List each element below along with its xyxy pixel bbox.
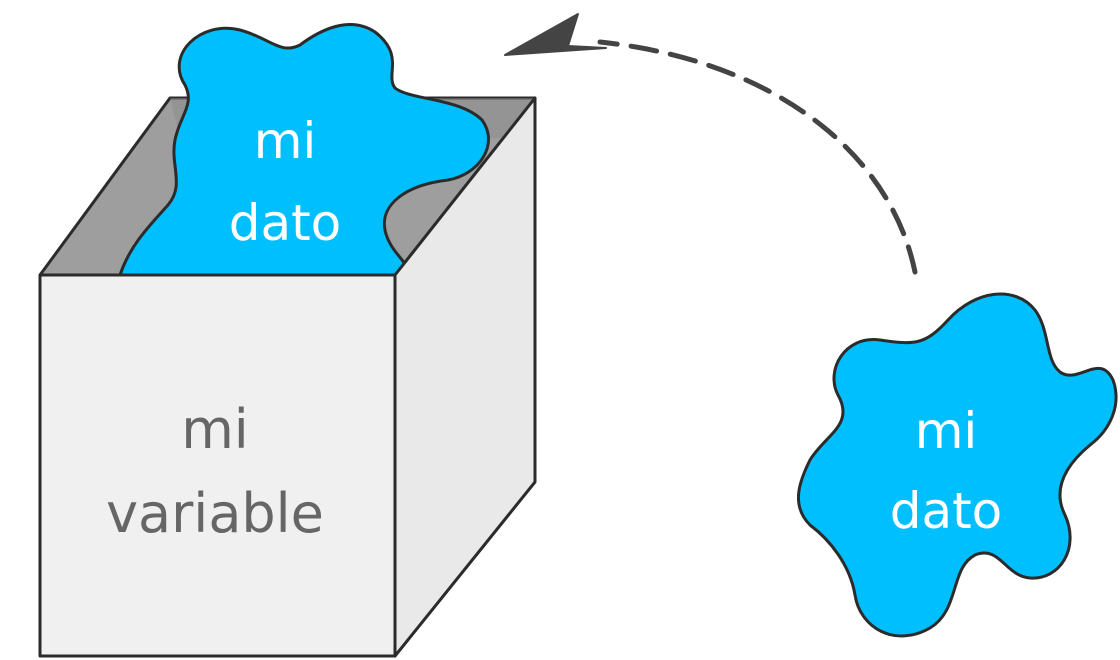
outside-blob-line1: mi	[915, 402, 978, 460]
outside-blob-line2: dato	[890, 482, 1003, 540]
box-label-line2: variable	[106, 482, 324, 545]
curved-dashed-arrow-icon	[504, 13, 918, 275]
box-front-wall	[38, 273, 397, 658]
blob-outside-box: mi dato	[796, 292, 1118, 638]
box-label-line1: mi	[181, 398, 249, 461]
arrow-head	[504, 13, 607, 56]
inside-blob-line2: dato	[229, 194, 342, 252]
inside-blob-line1: mi	[254, 112, 317, 170]
blob-inside-shape	[117, 22, 490, 277]
arrow-dashed-path	[597, 39, 918, 275]
blob-inside-box: mi dato	[117, 22, 490, 277]
blob-outside-shape	[796, 292, 1118, 638]
variable-box-walls: mi variable	[38, 96, 537, 658]
